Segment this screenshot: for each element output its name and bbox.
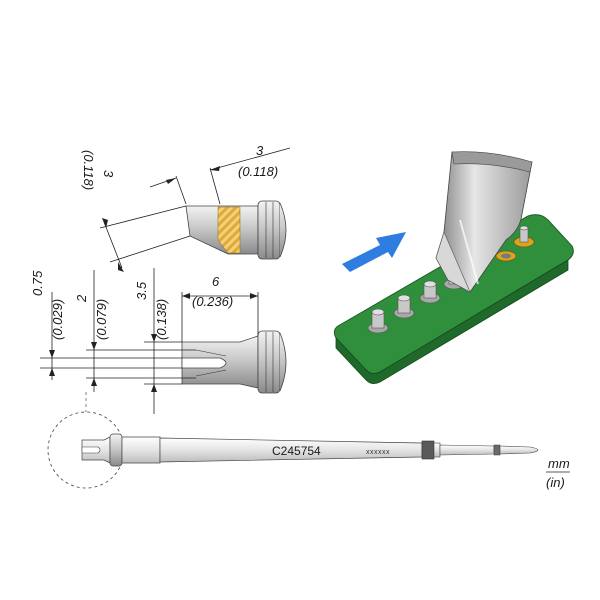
full-tip-view: C245754 xxxxxx (47, 392, 539, 489)
units-in: (in) (546, 475, 565, 490)
dim-blade-thickness-mm: 2 (74, 294, 89, 303)
dim-top-width-in: (0.118) (238, 164, 278, 179)
dim-fork-gap-mm: 0.75 (30, 270, 45, 296)
side-view (185, 200, 287, 260)
front-view (181, 330, 287, 394)
dim-top-height-in: (0.118) (81, 150, 96, 190)
dim-fork-width-mm: 3.5 (134, 281, 149, 300)
pcb-illustration (333, 151, 574, 384)
dim-fork-length-in: (0.236) (192, 294, 233, 309)
units-mm: mm (548, 456, 570, 471)
batch-code-label: xxxxxx (366, 449, 390, 456)
dim-top-height: 3 (0.118) (81, 150, 191, 272)
dim-fork-length-mm: 6 (212, 274, 220, 289)
dim-top-width-mm: 3 (256, 143, 264, 158)
front-dim-lines: 0.75 (0.029) 2 (0.079) 3.5 (0.138) 6 (0.… (30, 268, 259, 414)
part-number-label: C245754 (272, 444, 321, 458)
dim-fork-width-in: (0.138) (154, 299, 169, 340)
units-legend: mm (in) (546, 456, 570, 490)
direction-arrow-icon (342, 232, 406, 272)
dim-blade-thickness-in: (0.079) (94, 299, 109, 340)
soldering-tip-3d (435, 151, 533, 293)
dim-top-height-mm: 3 (101, 170, 116, 178)
dim-top-width: 3 (0.118) (149, 143, 291, 205)
dim-fork-gap-in: (0.029) (50, 299, 65, 340)
